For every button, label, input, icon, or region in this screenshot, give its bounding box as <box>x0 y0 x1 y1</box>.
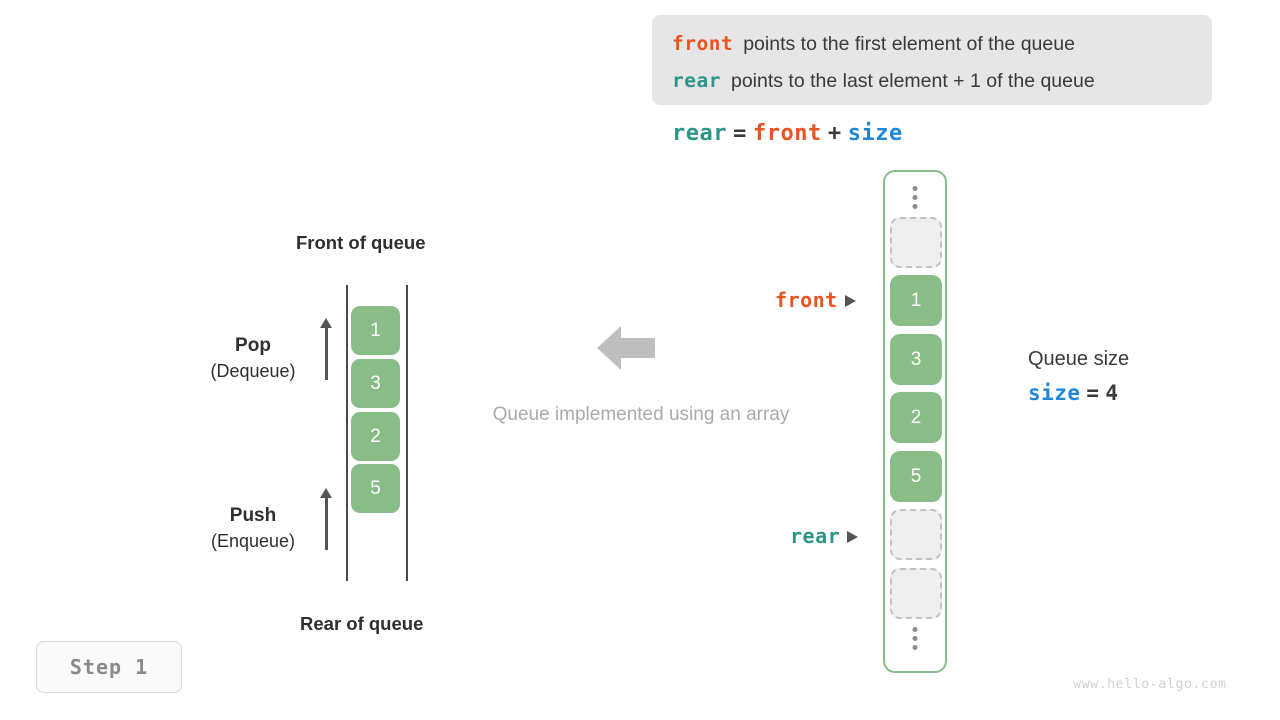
queue-size-expression: size = 4 <box>1028 376 1129 411</box>
front-pointer: front <box>775 288 856 312</box>
size-variable-name: size <box>1028 381 1081 405</box>
size-value: 4 <box>1105 381 1119 405</box>
formula-plus: + <box>827 121 842 146</box>
formula-size-term: size <box>847 121 903 146</box>
push-label-alt: (Enqueue) <box>210 531 296 551</box>
pointer-legend-box: front points to the first element of the … <box>652 15 1212 105</box>
front-of-queue-label: Front of queue <box>296 232 426 253</box>
queue-cell: 3 <box>351 359 400 408</box>
queue-size-label: Queue size <box>1028 348 1130 370</box>
push-arrow-up-icon <box>319 488 333 550</box>
array-container: 1 3 2 5 <box>883 170 947 673</box>
rear-of-queue-label: Rear of queue <box>300 613 424 634</box>
pop-operation-label: Pop (Dequeue) <box>168 334 338 384</box>
legend-line-rear: rear points to the last element + 1 of th… <box>672 66 1192 103</box>
pointer-arrow-right-icon <box>847 530 859 543</box>
push-label-main: Push <box>229 505 277 526</box>
formula-front-term: front <box>752 121 822 146</box>
array-slot-empty <box>890 509 942 560</box>
formula-lhs: rear <box>672 121 727 146</box>
legend-description-rear: points to the last element + 1 of the qu… <box>730 70 1095 92</box>
formula-equals: = <box>733 121 747 146</box>
rear-pointer: rear <box>790 524 859 548</box>
queue-cell: 2 <box>351 412 400 461</box>
rear-formula: rear = front + size <box>672 120 903 146</box>
legend-line-front: front points to the first element of the … <box>672 29 1192 66</box>
queue-rail-right <box>406 285 408 581</box>
array-slot-filled: 2 <box>890 392 942 443</box>
array-slot-filled: 5 <box>890 451 942 502</box>
step-badge: Step 1 <box>36 641 182 693</box>
watermark: www.hello-algo.com <box>1073 676 1227 692</box>
pop-arrow-up-icon <box>319 318 333 380</box>
rear-pointer-label: rear <box>790 524 841 548</box>
legend-keyword-rear: rear <box>672 69 721 92</box>
legend-keyword-front: front <box>672 32 734 55</box>
queue-cell: 1 <box>351 306 400 355</box>
pop-label-alt: (Dequeue) <box>210 361 296 381</box>
push-operation-label: Push (Enqueue) <box>168 504 338 554</box>
array-slot-empty <box>890 568 942 619</box>
ellipsis-dots-bottom-icon <box>912 627 918 650</box>
queue-cell: 5 <box>351 464 400 513</box>
array-slot-filled: 3 <box>890 334 942 385</box>
left-arrow-icon <box>597 326 655 370</box>
array-slot-filled: 1 <box>890 275 942 326</box>
size-equals: = <box>1086 381 1100 405</box>
array-slot-empty <box>890 217 942 268</box>
front-pointer-label: front <box>775 288 838 312</box>
queue-rail-left <box>346 285 348 581</box>
pop-label-main: Pop <box>235 335 271 356</box>
ellipsis-dots-top-icon <box>912 186 918 209</box>
diagram-caption: Queue implemented using an array <box>492 404 790 425</box>
queue-size-info: Queue size size = 4 <box>1028 344 1129 411</box>
pointer-arrow-right-icon <box>844 294 856 307</box>
legend-description-front: points to the first element of the queue <box>743 33 1075 55</box>
